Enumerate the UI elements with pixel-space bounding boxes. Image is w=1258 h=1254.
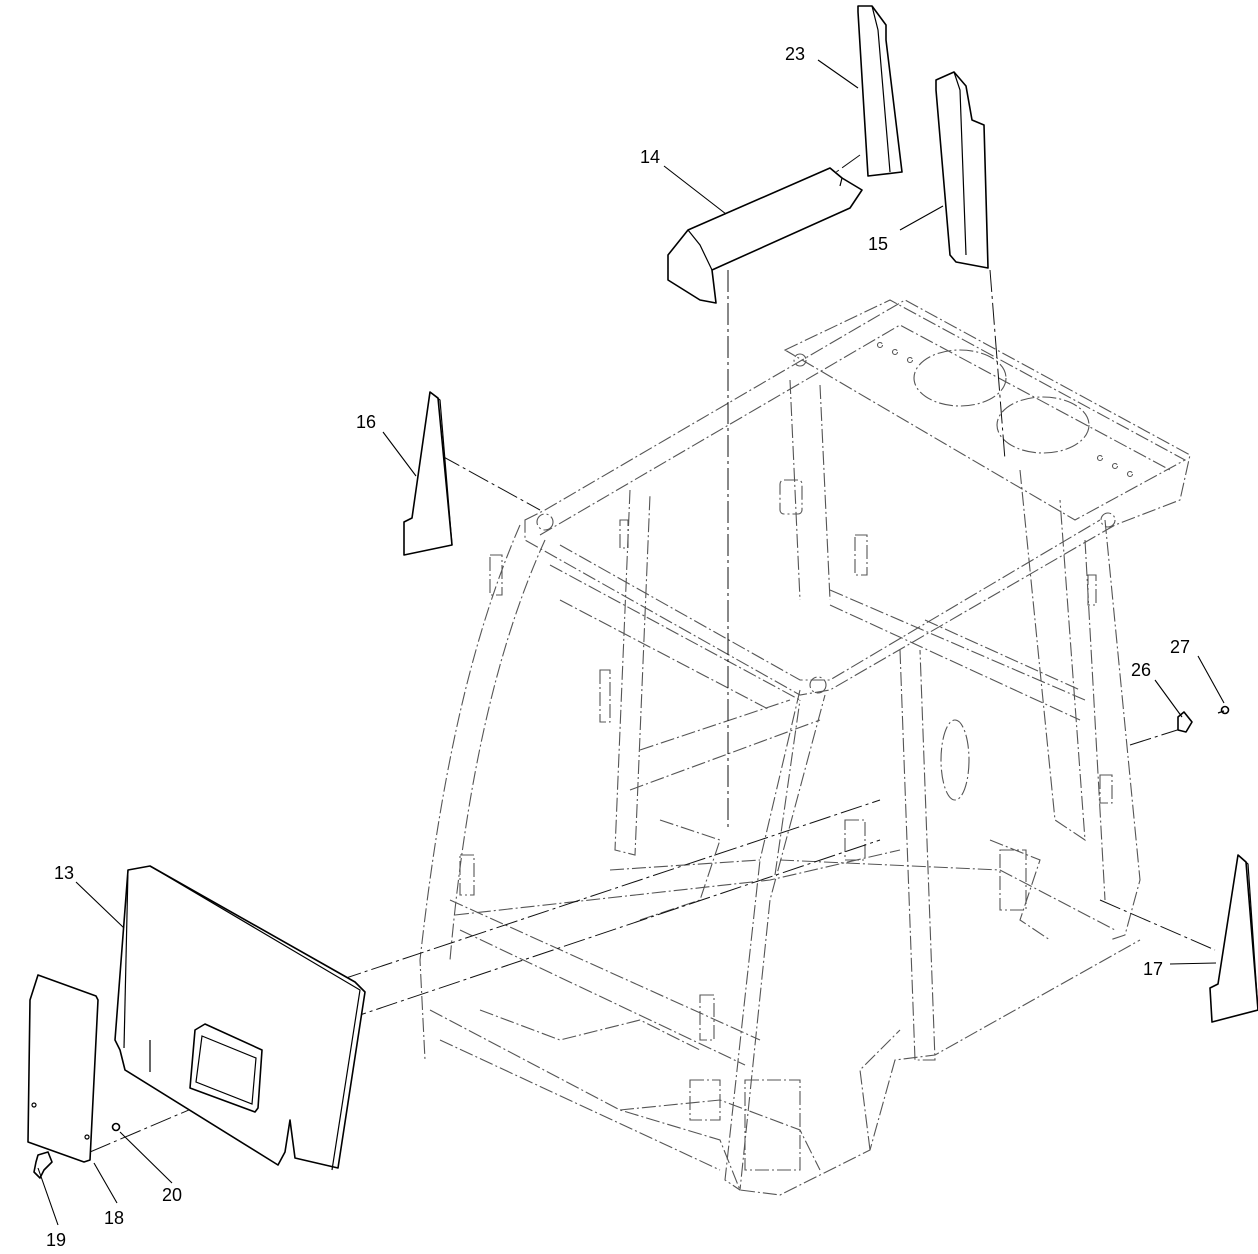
part-18-cover: [27, 974, 99, 1163]
leader-lines: [37, 59, 1225, 1226]
callout-16: 16: [356, 412, 376, 432]
callout-17: 17: [1143, 959, 1163, 979]
part-20-washer: [111, 1122, 121, 1132]
callouts: 23 14 15 16 17 13 18 19 20 26 27: [46, 44, 1190, 1250]
assembly-lines: [89, 154, 1216, 1153]
callout-19: 19: [46, 1230, 66, 1250]
callout-20: 20: [162, 1185, 182, 1205]
part-23-panel: [857, 5, 903, 177]
callout-26: 26: [1131, 660, 1151, 680]
callout-18: 18: [104, 1208, 124, 1228]
cab-frame: [419, 299, 1191, 1196]
callout-14: 14: [640, 147, 660, 167]
part-14-panel: [667, 167, 863, 304]
part-19-knob: [33, 1151, 53, 1179]
callout-13: 13: [54, 863, 74, 883]
part-13-panel: [114, 865, 366, 1171]
callout-27: 27: [1170, 637, 1190, 657]
part-17-panel: [1209, 854, 1258, 1023]
part-27-screw: [1217, 705, 1230, 715]
part-15-panel: [935, 71, 989, 269]
part-16-panel: [403, 391, 453, 556]
callout-23: 23: [785, 44, 805, 64]
callout-15: 15: [868, 234, 888, 254]
